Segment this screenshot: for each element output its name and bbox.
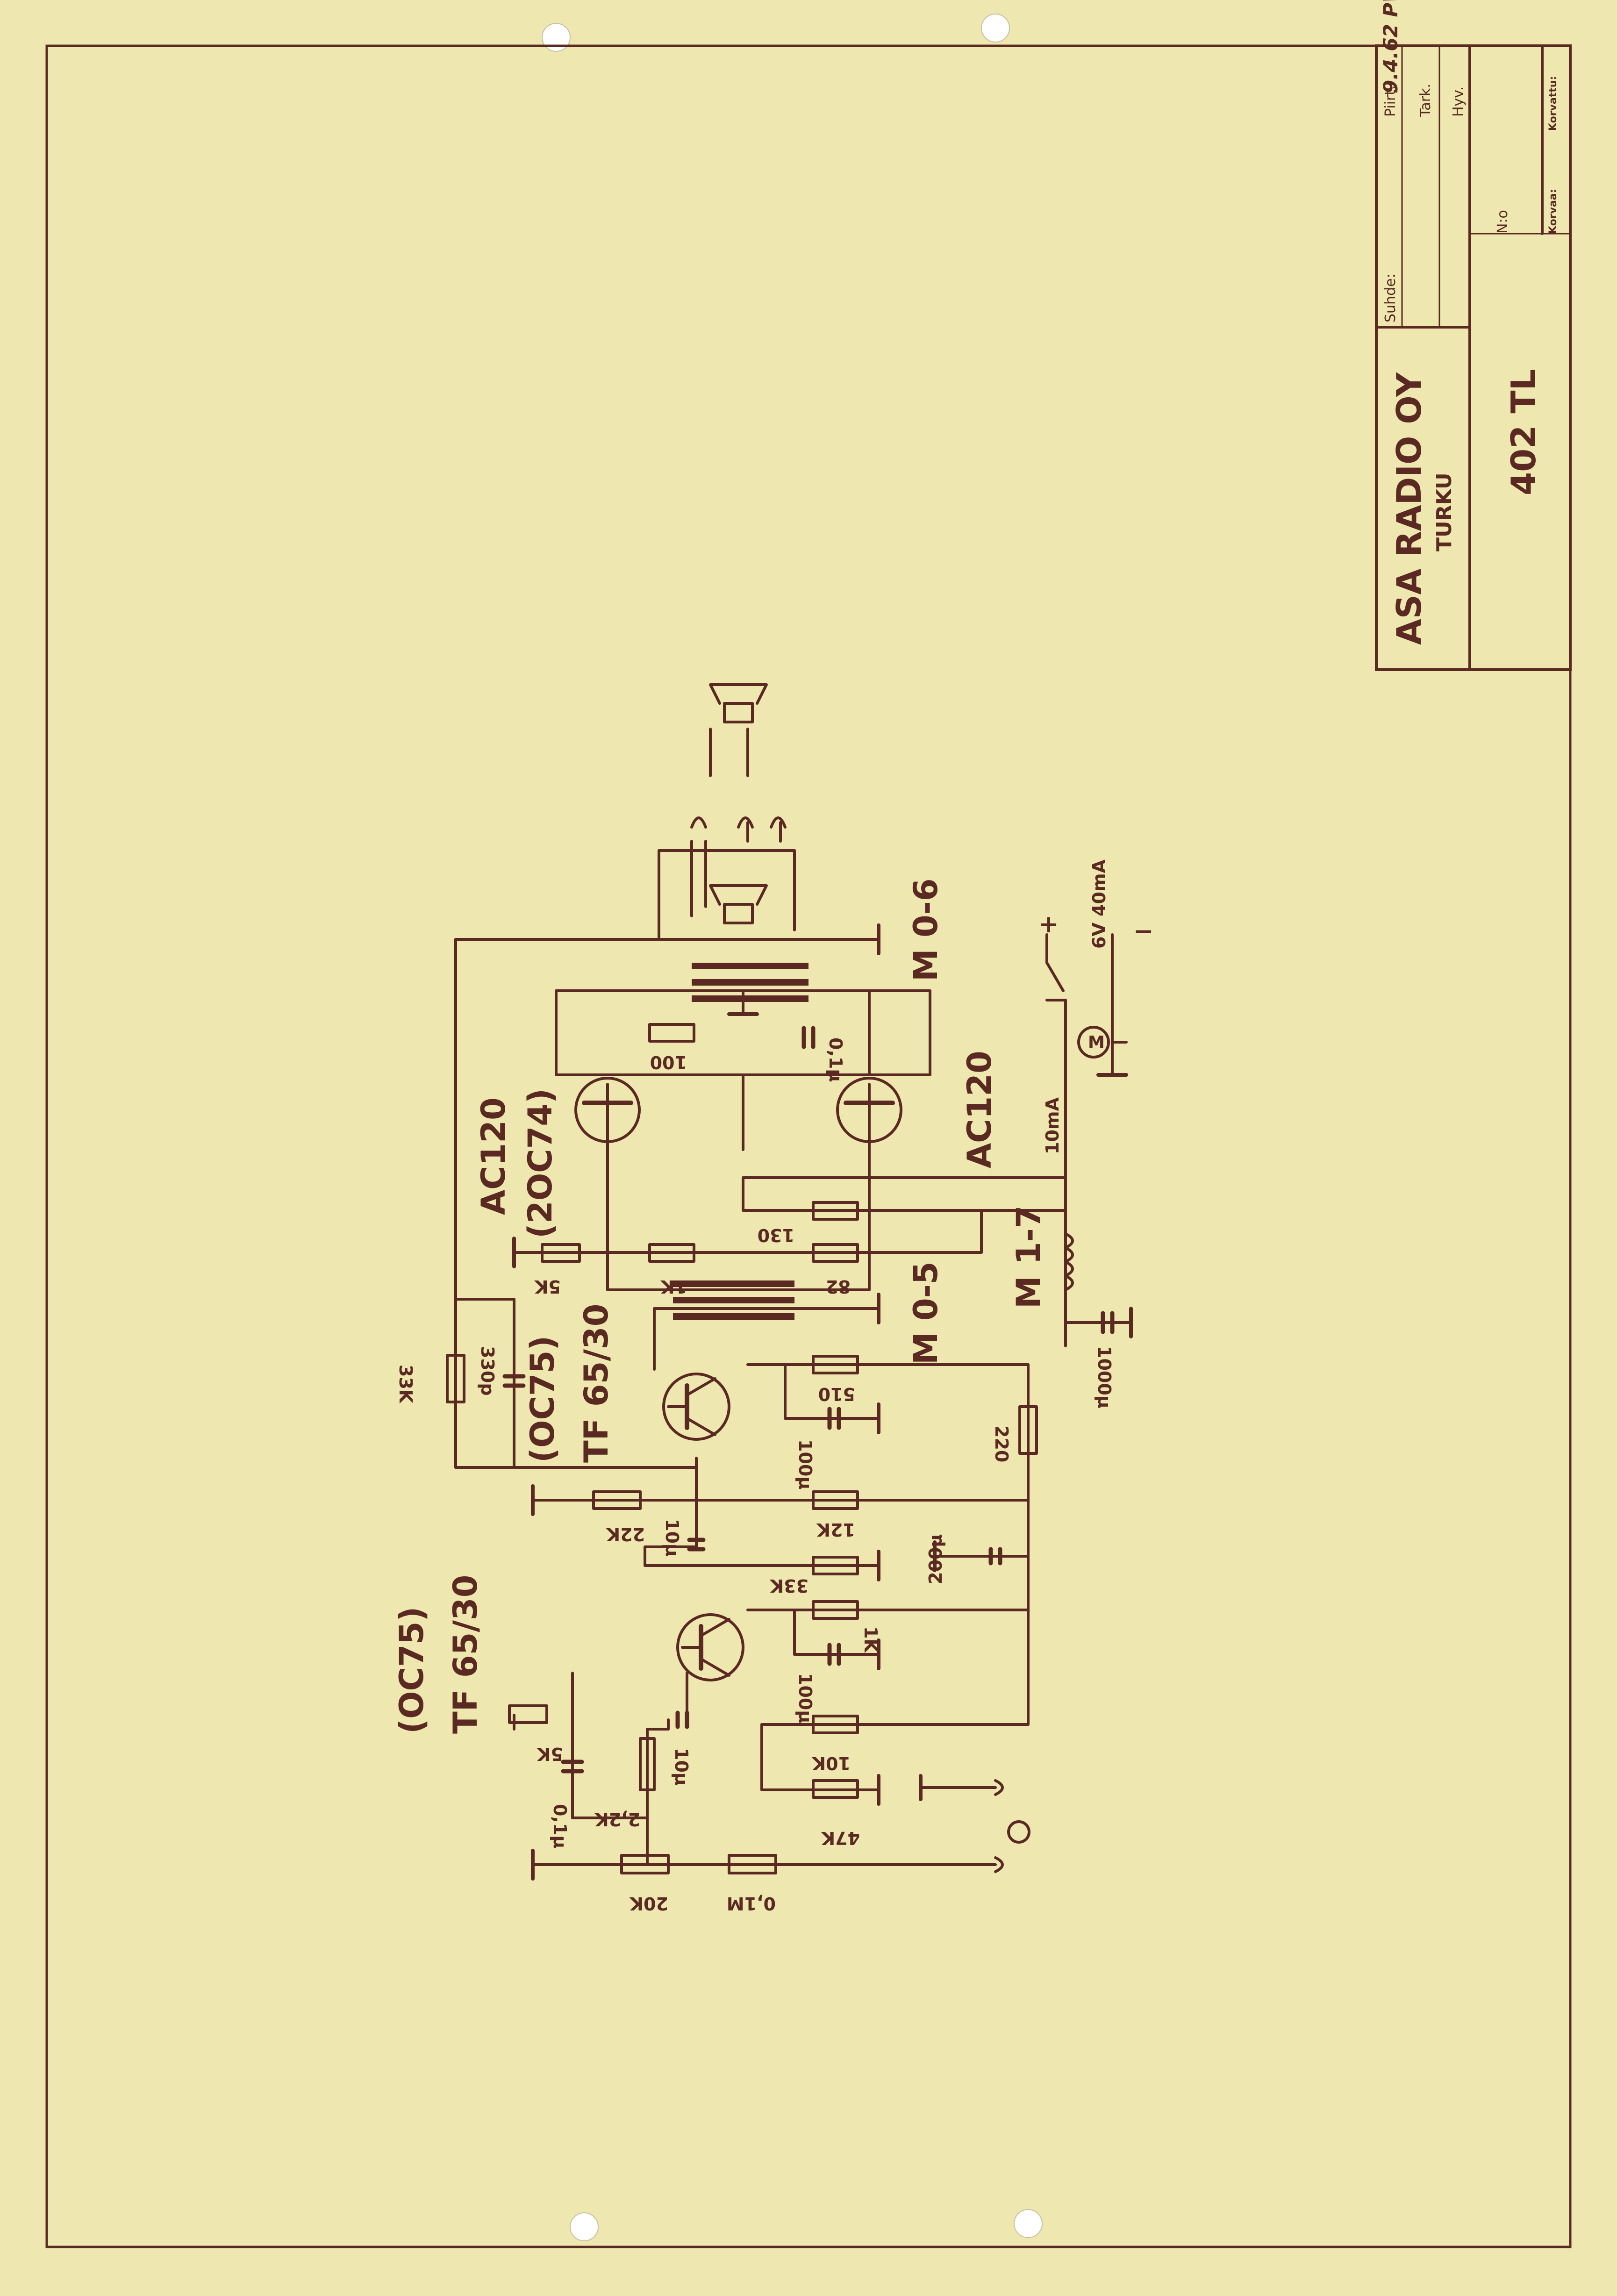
label-plus: + <box>1038 910 1059 938</box>
resistors <box>446 1023 1038 1874</box>
label-r-01m: 0,1M <box>727 1893 776 1914</box>
output-jack <box>690 816 787 829</box>
q3-type: AC120 <box>474 1097 513 1215</box>
label-r-220: 220 <box>991 1425 1012 1462</box>
drawing-number: 402 TL <box>1504 369 1543 495</box>
q4-type: AC120 <box>960 1051 999 1168</box>
label-r-22k-in: 2,2K <box>594 1809 640 1830</box>
wiring <box>454 728 1133 1881</box>
hyv-label: Hyv. <box>1450 86 1467 117</box>
q1-type: (OC75) <box>393 1607 431 1734</box>
label-r-22k-b: 22K <box>606 1524 645 1545</box>
speaker-internal <box>709 884 768 924</box>
label-pot-20k: 20K <box>629 1893 668 1914</box>
label-pot-5k-out: 5K <box>534 1276 561 1297</box>
transistor-q4 <box>836 1077 902 1143</box>
label-c-10u-b: 10μ <box>662 1519 682 1557</box>
no-label: N:o <box>1495 210 1511 234</box>
meter-symbol: M <box>1077 1026 1110 1059</box>
speaker-external <box>709 683 768 723</box>
labels: (OC75) TF 65/30 (OC75) TF 65/30 AC120 (2… <box>393 859 1154 1914</box>
tark-label: Tark. <box>1417 84 1434 117</box>
title-block: Suhde: Piirt. 9.4.62 PW Tark. Hyv. N:o K… <box>1375 0 1572 671</box>
punch-hole <box>1014 2209 1043 2238</box>
label-r-130: 130 <box>758 1225 794 1245</box>
label-minus: − <box>1133 917 1154 945</box>
piirt-signature: 9.4.62 PW <box>1379 0 1402 93</box>
output-transformer <box>692 963 808 1002</box>
punch-hole <box>542 23 571 52</box>
piirt-label: Piirt. <box>1382 85 1399 117</box>
q2-type: (OC75) <box>523 1336 562 1463</box>
label-r-10k: 10K <box>811 1753 851 1774</box>
label-current-10ma: 10mA <box>1042 1097 1063 1154</box>
label-battery: 6V 40mA <box>1089 859 1109 949</box>
label-pot-5k-in: 5K <box>537 1744 563 1764</box>
meter-label: M <box>1088 1033 1105 1052</box>
capacitors <box>502 1026 1115 1774</box>
company-name: ASA RADIO OY <box>1389 372 1429 645</box>
transistor-q1 <box>676 1613 744 1681</box>
q2-alt: TF 65/30 <box>577 1304 615 1463</box>
driver-transformer-label: M 0-5 <box>907 1262 945 1365</box>
label-c-330p: 330p <box>477 1346 498 1396</box>
drawing-border <box>45 44 1572 2248</box>
label-c-10u-a: 10μ <box>671 1748 692 1786</box>
label-r-1k-out: 1K <box>660 1276 687 1297</box>
label-c-01u-out: 0,1μ <box>825 1037 846 1082</box>
company-city: TURKU <box>1432 472 1456 551</box>
label-c-100u-b: 100μ <box>795 1439 816 1489</box>
label-r-510: 510 <box>818 1384 855 1404</box>
label-r-100: 100 <box>650 1052 687 1073</box>
label-c-01u-in: 0,1μ <box>550 1804 570 1848</box>
label-r-12k: 12K <box>816 1519 855 1540</box>
q3-alt: (2OC74) <box>521 1088 559 1238</box>
korvattu-label: Korvattu: <box>1547 76 1559 131</box>
driver-transformer <box>673 1280 794 1320</box>
choke-coil <box>1064 1232 1074 1291</box>
punch-hole <box>570 2212 599 2241</box>
input-jack <box>994 1779 1030 1873</box>
choke-label: M 1-7 <box>1009 1206 1048 1309</box>
label-c-200u: 200μ <box>925 1534 946 1584</box>
suhde-label: Suhde: <box>1382 273 1399 322</box>
korvaa-label: Korvaa: <box>1547 189 1559 234</box>
transistor-q2 <box>662 1373 730 1441</box>
label-c-1000u: 1000μ <box>1094 1346 1115 1409</box>
label-r-47k: 47K <box>821 1828 860 1848</box>
label-c-100u-a: 100μ <box>795 1673 816 1723</box>
q1-alt: TF 65/30 <box>446 1575 485 1734</box>
label-r-82: 82 <box>826 1276 851 1297</box>
label-r-33k-b: 33K <box>769 1575 808 1596</box>
label-r-33k-fb: 33K <box>395 1365 416 1404</box>
transistor-q3 <box>574 1077 641 1143</box>
label-r-1k-e: 1K <box>860 1626 881 1653</box>
output-transformer-label: M 0-6 <box>907 879 945 982</box>
punch-hole <box>981 14 1010 43</box>
